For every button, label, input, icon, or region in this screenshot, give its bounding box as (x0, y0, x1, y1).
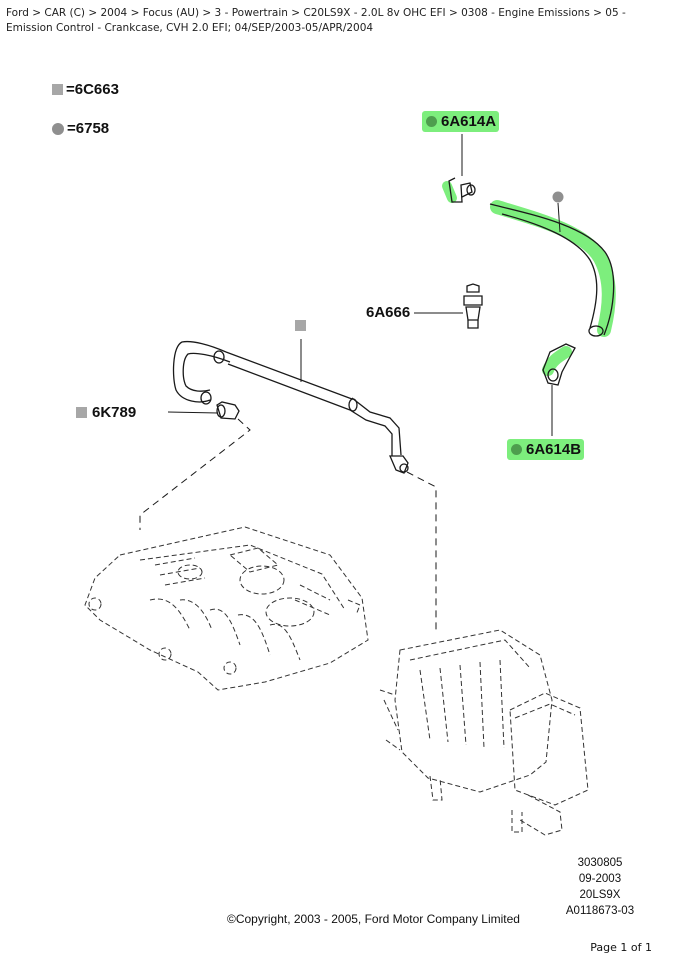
callout-hose-b[interactable]: 6A614B (507, 439, 585, 460)
meta-line-3: 20LS9X (579, 889, 621, 901)
callout-valve-label: 6A666 (366, 304, 411, 321)
callout-hose-a[interactable]: 6A614A (422, 111, 500, 132)
breather-hose-upper (448, 177, 615, 386)
callout-hose-b-highlight: 6A614B (507, 439, 585, 460)
callout-hose-a-highlight: 6A614A (422, 111, 500, 132)
circle-marker-icon (52, 122, 64, 135)
breather-pipe (172, 340, 409, 474)
breadcrumb: Ford > CAR (C) > 2004 > Focus (AU) > 3 -… (6, 7, 626, 34)
page-number: Page 1 of 1 (590, 941, 652, 954)
meta-line-1: 3030805 (577, 857, 623, 869)
legend-circle-label: =6758 (67, 120, 110, 137)
cylinder-head-cover (84, 526, 369, 691)
pcv-valve (463, 283, 483, 329)
square-marker-icon (52, 84, 63, 95)
air-cleaner-housing (379, 629, 589, 836)
callout-connector[interactable]: 6K789 (76, 404, 136, 421)
callout-hose-a-label: 6A614A (441, 113, 497, 130)
square-marker-icon (76, 407, 87, 418)
elbow-highlight-lower (542, 346, 572, 376)
illustration-metadata: 3030805 09-2003 20LS9X A0118673-03 (555, 855, 645, 919)
pipe-square-marker-icon (295, 320, 306, 331)
circle-marker-icon (426, 116, 437, 127)
callout-hose-b-label: 6A614B (526, 441, 582, 458)
meta-line-4: A0118673-03 (565, 905, 635, 917)
callout-valve[interactable]: 6A666 (366, 304, 410, 321)
legend-square-entry: =6C663 (52, 81, 119, 98)
clip-marker-icon (552, 191, 564, 203)
meta-line-2: 09-2003 (578, 873, 622, 885)
assembly-dashed-lines (139, 418, 437, 630)
callout-connector-label: 6K789 (92, 404, 137, 421)
circle-marker-icon (511, 444, 522, 455)
legend-square-label: =6C663 (66, 81, 119, 98)
clip-leader-line (557, 202, 561, 233)
connector-leader-line (167, 411, 219, 414)
copyright-notice: ©Copyright, 2003 - 2005, Ford Motor Comp… (227, 912, 520, 926)
legend-circle-entry: =6758 (52, 120, 109, 137)
hose-highlight-upper (490, 200, 616, 337)
